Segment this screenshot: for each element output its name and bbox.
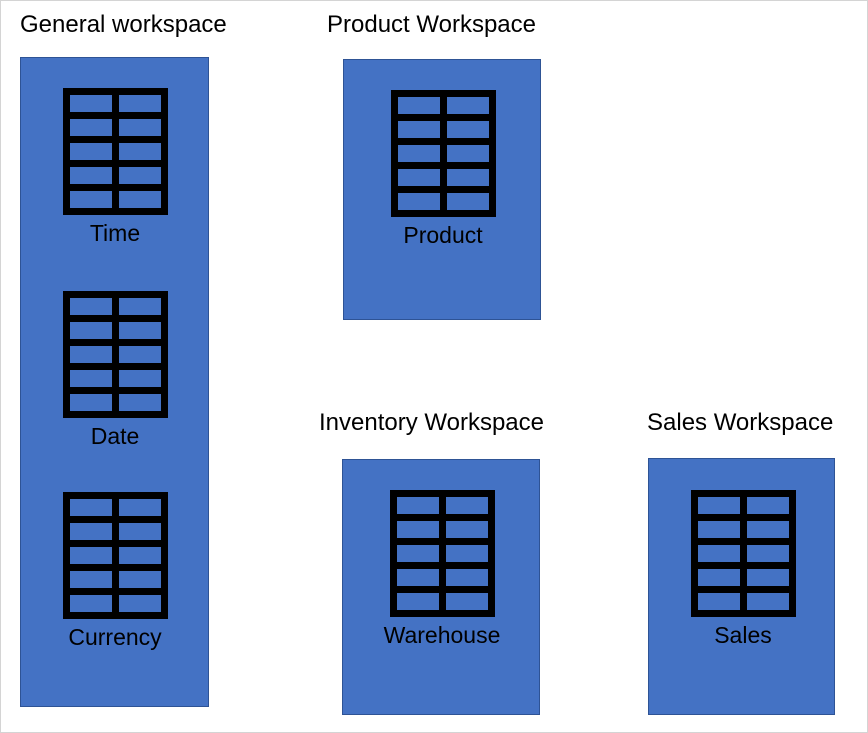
table-cell bbox=[746, 545, 789, 562]
table-cell bbox=[445, 545, 488, 562]
table-cell bbox=[118, 298, 161, 315]
entity-label: Date bbox=[90, 423, 140, 449]
table-cell bbox=[396, 497, 439, 514]
table-cell bbox=[697, 593, 740, 610]
table-cell bbox=[746, 521, 789, 538]
table-cell bbox=[118, 595, 161, 612]
table-cell bbox=[118, 95, 161, 112]
table-cell bbox=[396, 521, 439, 538]
table-cell bbox=[445, 521, 488, 538]
table-cell bbox=[69, 370, 112, 387]
table-cell bbox=[69, 571, 112, 588]
table-cell bbox=[118, 370, 161, 387]
table-cell bbox=[69, 595, 112, 612]
table-cell bbox=[396, 593, 439, 610]
table-cell bbox=[69, 167, 112, 184]
workspace-panel-sales[interactable]: Sales bbox=[648, 458, 835, 715]
table-cell bbox=[118, 499, 161, 516]
table-cell bbox=[445, 593, 488, 610]
table-cell bbox=[746, 593, 789, 610]
table-cell bbox=[446, 145, 489, 162]
entity-label: Warehouse bbox=[383, 622, 501, 648]
table-cell bbox=[69, 394, 112, 411]
entity-label: Currency bbox=[68, 624, 162, 650]
table-cell bbox=[397, 145, 440, 162]
table-cell bbox=[397, 169, 440, 186]
workspace-title-inventory: Inventory Workspace bbox=[319, 409, 544, 436]
table-icon bbox=[62, 291, 168, 418]
table-cell bbox=[118, 119, 161, 136]
table-cell bbox=[118, 571, 161, 588]
table-cell bbox=[69, 346, 112, 363]
table-cell bbox=[446, 121, 489, 138]
entity-label: Time bbox=[89, 220, 141, 246]
entity-sales[interactable]: Sales bbox=[673, 490, 813, 650]
workspace-title-sales: Sales Workspace bbox=[647, 409, 834, 436]
table-cell bbox=[397, 121, 440, 138]
table-cell bbox=[69, 143, 112, 160]
table-cell bbox=[118, 394, 161, 411]
table-icon bbox=[62, 88, 168, 215]
table-cell bbox=[118, 547, 161, 564]
table-cell bbox=[397, 97, 440, 114]
table-cell bbox=[69, 119, 112, 136]
workspace-panel-product[interactable]: Product bbox=[343, 59, 541, 320]
table-icon bbox=[690, 490, 796, 617]
table-cell bbox=[69, 191, 112, 208]
table-icon bbox=[389, 490, 495, 617]
workspace-title-general: General workspace bbox=[20, 11, 227, 38]
table-cell bbox=[118, 191, 161, 208]
table-cell bbox=[446, 169, 489, 186]
table-cell bbox=[69, 547, 112, 564]
table-cell bbox=[118, 346, 161, 363]
table-cell bbox=[697, 521, 740, 538]
table-cell bbox=[69, 523, 112, 540]
entity-product[interactable]: Product bbox=[373, 90, 513, 250]
table-cell bbox=[746, 497, 789, 514]
table-cell bbox=[118, 167, 161, 184]
table-cell bbox=[69, 322, 112, 339]
table-cell bbox=[746, 569, 789, 586]
table-cell bbox=[697, 569, 740, 586]
table-icon bbox=[62, 492, 168, 619]
workspace-panel-inventory[interactable]: Warehouse bbox=[342, 459, 540, 715]
table-icon bbox=[390, 90, 496, 217]
entity-label: Product bbox=[403, 222, 483, 248]
entity-date[interactable]: Date bbox=[45, 291, 185, 451]
table-cell bbox=[697, 497, 740, 514]
table-cell bbox=[396, 569, 439, 586]
table-cell bbox=[118, 322, 161, 339]
table-cell bbox=[397, 193, 440, 210]
entity-warehouse[interactable]: Warehouse bbox=[372, 490, 512, 650]
workspace-title-product: Product Workspace bbox=[327, 11, 536, 38]
table-cell bbox=[445, 569, 488, 586]
table-cell bbox=[118, 523, 161, 540]
workspace-panel-general[interactable]: Time Date bbox=[20, 57, 209, 707]
table-cell bbox=[697, 545, 740, 562]
table-cell bbox=[446, 193, 489, 210]
table-cell bbox=[396, 545, 439, 562]
table-cell bbox=[69, 298, 112, 315]
table-cell bbox=[118, 143, 161, 160]
entity-label: Sales bbox=[714, 622, 772, 648]
table-cell bbox=[445, 497, 488, 514]
table-cell bbox=[69, 95, 112, 112]
entity-currency[interactable]: Currency bbox=[45, 492, 185, 652]
table-cell bbox=[446, 97, 489, 114]
entity-time[interactable]: Time bbox=[45, 88, 185, 248]
table-cell bbox=[69, 499, 112, 516]
